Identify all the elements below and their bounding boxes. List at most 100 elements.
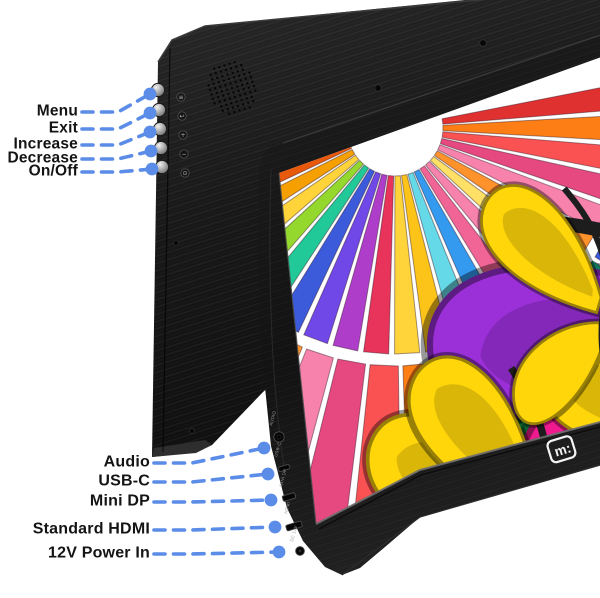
- leader-dot-decrease: [144, 144, 158, 158]
- speaker-hole: [246, 82, 249, 85]
- speaker-hole: [231, 106, 235, 109]
- speaker-hole: [208, 88, 212, 92]
- callout-label-hdmi: Standard HDMI: [32, 520, 150, 538]
- edge-label-usb-c: USB-C: [273, 442, 282, 458]
- decrease-icon-glyph: −: [181, 151, 186, 158]
- speaker-hole: [238, 94, 242, 97]
- speaker-hole: [229, 82, 232, 85]
- leader-dot-onoff: [145, 162, 159, 176]
- callout-label-usb-c: USB-C: [98, 472, 150, 490]
- speaker-hole: [213, 67, 216, 70]
- speaker-hole: [223, 99, 226, 102]
- speaker-hole: [210, 93, 213, 96]
- speaker-hole: [236, 104, 240, 108]
- speaker-hole: [213, 102, 216, 105]
- screw-hole: [188, 427, 195, 434]
- speaker-hole: [236, 70, 239, 73]
- speaker-hole: [228, 62, 231, 66]
- leader-dot-hdmi: [268, 520, 282, 534]
- edge-label-dc: DC 12V: [289, 525, 298, 543]
- speaker-hole: [233, 95, 237, 99]
- increase-icon-glyph: +: [180, 132, 185, 139]
- speaker-hole: [219, 70, 223, 73]
- speaker-hole: [235, 85, 239, 88]
- exit-icon-glyph: ↩: [179, 113, 184, 120]
- power-icon-glyph: ⊙: [182, 170, 187, 177]
- back-monitor-side-edge-line: [162, 47, 171, 453]
- speaker-hole: [212, 82, 215, 85]
- speaker-hole: [222, 94, 225, 97]
- speaker-hole: [224, 83, 227, 87]
- exit-icon: [177, 111, 187, 121]
- leader-dot-audio: [257, 441, 271, 455]
- speaker-hole: [254, 89, 257, 92]
- ports: [273, 431, 306, 557]
- speaker-hole: [247, 86, 250, 89]
- speaker-hole: [231, 71, 234, 75]
- fan-blade-inner: [332, 173, 388, 352]
- decrease-icon: [179, 149, 189, 159]
- speaker-hole: [228, 112, 231, 115]
- speaker-hole: [217, 96, 220, 99]
- fan-blade-inner: [303, 171, 382, 345]
- usb-c-port[interactable]: [277, 464, 291, 472]
- hdmi-port[interactable]: [285, 520, 303, 532]
- audio-jack-port[interactable]: [273, 431, 286, 444]
- edge-label-audio: AUDIO: [268, 410, 277, 426]
- speaker-hole: [214, 87, 217, 90]
- leader-line-menu: [80, 92, 152, 114]
- speaker-hole: [209, 73, 212, 76]
- fan-blade-inner: [441, 83, 600, 125]
- speaker-hole: [230, 101, 233, 105]
- brand-logo: m:: [546, 435, 577, 464]
- speaker-hole: [244, 92, 247, 95]
- menu-icon: [176, 92, 186, 102]
- brand-logo-text: m:: [553, 440, 573, 459]
- port-edge-labels: AUDIO USB-C MINI DP HDMI DC 12V: [268, 410, 298, 542]
- speaker-hole: [238, 74, 241, 77]
- speaker-hole: [226, 73, 229, 76]
- leader-line-onoff: [80, 167, 154, 174]
- speaker-hole: [244, 77, 247, 80]
- leader-dot-mini-dp: [264, 493, 278, 507]
- fan-blade-inner: [442, 114, 600, 142]
- callout-label-audio: Audio: [103, 453, 150, 471]
- bezel-left-highlight: [278, 172, 317, 525]
- speaker-hole: [227, 92, 230, 96]
- screw-hole: [173, 240, 179, 246]
- leader-line-power: [152, 550, 281, 556]
- leader-dot-exit: [143, 106, 157, 120]
- callout-leader-lines: [80, 87, 286, 559]
- speaker-hole: [225, 88, 229, 91]
- speaker-hole: [226, 108, 229, 111]
- speaker-hole: [218, 65, 221, 69]
- speaker-hole: [219, 85, 222, 88]
- fan-blade-inner: [394, 175, 421, 355]
- bezel-bottom-highlight: [315, 421, 600, 525]
- leader-line-mini-dp: [152, 498, 273, 504]
- speaker-hole: [217, 81, 220, 84]
- speaker-hole: [214, 72, 217, 75]
- speaker-hole: [232, 91, 235, 94]
- back-monitor-bottom-bevel: [152, 440, 212, 457]
- fan-blade-inner: [439, 137, 600, 203]
- speaker-hole: [243, 73, 246, 76]
- speaker-hole: [221, 109, 224, 112]
- edge-label-hdmi: HDMI: [283, 501, 291, 514]
- back-monitor-top-edge-highlight: [157, 0, 487, 63]
- speaker-grille: [207, 61, 257, 115]
- speaker-hole: [215, 91, 218, 94]
- dc-power-port[interactable]: [295, 546, 306, 557]
- edge-label-mini-dp: MINI DP: [278, 468, 288, 487]
- speaker-hole: [233, 61, 236, 64]
- osd-buttons: [150, 82, 170, 175]
- speaker-hole: [248, 106, 251, 109]
- speaker-hole: [235, 100, 238, 103]
- speaker-hole: [220, 90, 223, 93]
- fan-blade-inner: [279, 148, 356, 253]
- bezel-outer-bottom-line: [341, 464, 600, 576]
- mini-dp-port[interactable]: [281, 492, 297, 502]
- callout-label-exit: Exit: [48, 119, 78, 137]
